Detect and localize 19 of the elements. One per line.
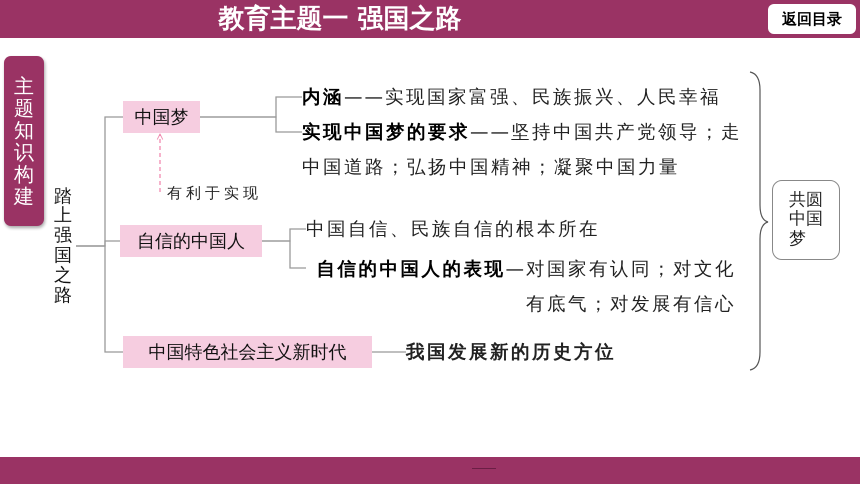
branch-text: 中国自信、民族自信的根本所在	[306, 212, 626, 247]
back-button: 返回目录	[768, 4, 856, 34]
connector-line	[200, 116, 302, 133]
branch-text: 实现中国梦的要求——坚持中国共产党领导；走中国道路；弘扬中国精神；凝聚中国力量	[302, 115, 742, 185]
arrow	[156, 134, 164, 192]
topic-box: 自信的中国人	[120, 225, 262, 257]
sidebar-tab	[4, 56, 44, 226]
branch-text: 我国发展新的历史方位	[406, 335, 636, 370]
connector-line	[372, 351, 406, 353]
page-title: 教育主题一 强国之路	[217, 3, 463, 36]
topic-box: 中国特色社会主义新时代	[123, 336, 372, 368]
connector-line	[76, 245, 123, 353]
root-topic: 踏上强国之路	[50, 168, 76, 324]
sidebar-label: 主题知识构建	[14, 75, 34, 207]
branch-text: 内涵——实现国家富强、民族振兴、人民幸福	[302, 80, 742, 115]
topic-box: 中国梦	[123, 101, 200, 133]
branch-text: 自信的中国人的表现—对国家有认同；对文化有底气；对发展有信心	[306, 252, 736, 322]
connector-line	[262, 240, 306, 269]
conclusion-box: 共圆中国梦	[772, 180, 840, 260]
